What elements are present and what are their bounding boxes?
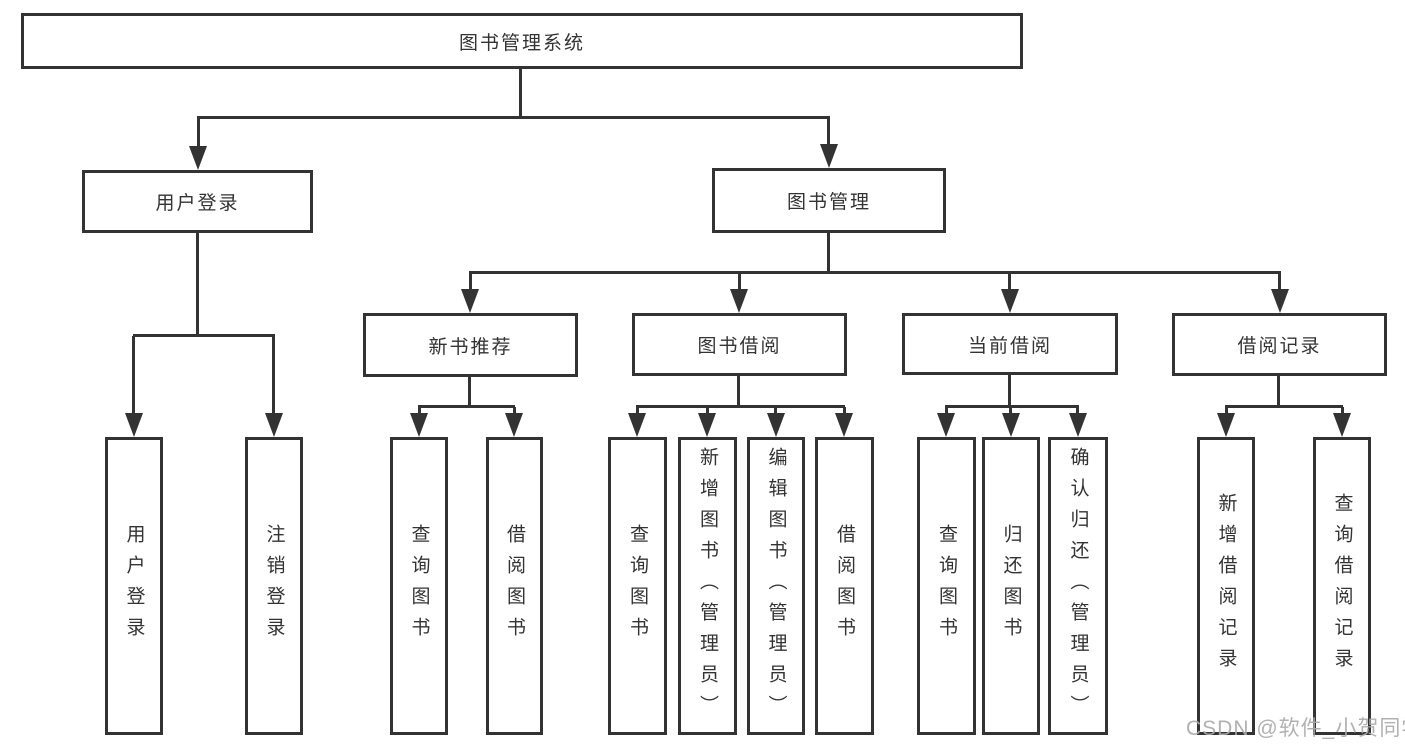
connector-line [706, 407, 709, 415]
leaf-logout: 注销登录 [245, 437, 303, 735]
arrowhead-icon [410, 413, 428, 437]
node-new-book-recommend: 新书推荐 [363, 313, 578, 377]
connector-line [827, 233, 830, 273]
connector-line [1225, 407, 1228, 415]
leaf-add-book-admin-label: 新增图书（管理员） [697, 446, 718, 726]
leaf-query-books-3: 查询图书 [917, 437, 976, 735]
connector-line [132, 336, 135, 415]
node-new-book-recommend-label: 新书推荐 [428, 336, 513, 358]
leaf-query-books-2-label: 查询图书 [627, 524, 648, 648]
connector-line [1341, 407, 1344, 415]
leaf-borrow-books: 借阅图书 [486, 437, 543, 735]
leaf-user-login: 用户登录 [105, 437, 163, 735]
connector-line [133, 334, 275, 337]
connector-line [196, 233, 199, 337]
connector-line [945, 407, 948, 415]
connector-line [197, 118, 200, 148]
arrowhead-icon [1217, 413, 1235, 437]
watermark-text: CSDN @软件_小贺同学 [1186, 717, 1405, 740]
connector-line [1008, 273, 1011, 291]
node-borrow-record: 借阅记录 [1172, 313, 1387, 376]
leaf-user-login-label: 用户登录 [123, 524, 145, 648]
leaf-query-books-2: 查询图书 [608, 437, 667, 735]
node-user-login: 用户登录 [82, 170, 313, 233]
arrowhead-icon [698, 413, 716, 437]
arrowhead-icon [767, 413, 785, 437]
leaf-add-borrow-record-label: 新增借阅记录 [1215, 493, 1237, 679]
arrowhead-icon [1333, 413, 1351, 437]
node-book-management: 图书管理 [712, 168, 946, 233]
connector-line [519, 69, 522, 118]
connector-line [636, 407, 639, 415]
arrowhead-icon [628, 413, 646, 437]
leaf-query-books-label: 查询图书 [408, 524, 430, 648]
connector-line [418, 405, 515, 408]
leaf-borrow-books-2: 借阅图书 [815, 437, 874, 735]
node-book-borrow-label: 图书借阅 [697, 336, 782, 357]
node-root: 图书管理系统 [21, 13, 1023, 69]
connector-line [1225, 405, 1343, 408]
arrowhead-icon [937, 413, 955, 437]
connector-line [1008, 375, 1011, 407]
node-current-borrow: 当前借阅 [902, 313, 1118, 375]
leaf-query-borrow-record-label: 查询借阅记录 [1331, 493, 1353, 679]
arrowhead-icon [820, 144, 838, 168]
arrowhead-icon [125, 413, 143, 437]
connector-line [1278, 273, 1281, 291]
connector-line [774, 407, 777, 415]
connector-line [843, 407, 846, 415]
connector-line [1009, 407, 1012, 415]
connector-line [468, 377, 471, 407]
arrowhead-icon [505, 413, 523, 437]
leaf-logout-label: 注销登录 [263, 524, 285, 648]
connector-line [738, 273, 741, 291]
connector-line [827, 118, 830, 146]
connector-line [469, 273, 472, 291]
connector-line [1277, 376, 1280, 407]
arrowhead-icon [461, 289, 479, 313]
leaf-add-borrow-record: 新增借阅记录 [1197, 437, 1255, 735]
leaf-edit-book-admin: 编辑图书（管理员） [747, 437, 805, 735]
leaf-query-books: 查询图书 [390, 437, 448, 735]
node-book-management-label: 图书管理 [786, 192, 871, 213]
connector-line [636, 405, 845, 408]
arrowhead-icon [265, 413, 283, 437]
leaf-borrow-books-label: 借阅图书 [504, 524, 525, 648]
leaf-confirm-return-admin: 确认归还（管理员） [1048, 437, 1108, 735]
connector-line [418, 407, 421, 415]
leaf-borrow-books-2-label: 借阅图书 [834, 524, 855, 648]
node-current-borrow-label: 当前借阅 [967, 335, 1052, 357]
connector-line [1076, 407, 1079, 415]
arrowhead-icon [1002, 413, 1020, 437]
connector-line [272, 336, 275, 415]
connector-line [737, 376, 740, 407]
leaf-edit-book-admin-label: 编辑图书（管理员） [765, 446, 787, 726]
leaf-return-books-label: 归还图书 [1000, 524, 1022, 648]
leaf-return-books: 归还图书 [982, 437, 1040, 735]
leaf-add-book-admin: 新增图书（管理员） [678, 437, 737, 735]
node-user-login-label: 用户登录 [155, 193, 240, 214]
leaf-query-books-3-label: 查询图书 [936, 524, 957, 648]
connector-line [945, 405, 1079, 408]
arrowhead-icon [1069, 413, 1087, 437]
arrowhead-icon [835, 413, 853, 437]
connector-line [469, 271, 1281, 274]
leaf-query-borrow-record: 查询借阅记录 [1313, 437, 1371, 735]
connector-line [197, 116, 830, 119]
arrowhead-icon [1271, 289, 1289, 313]
connector-line [513, 407, 516, 415]
leaf-confirm-return-admin-label: 确认归还（管理员） [1067, 446, 1089, 726]
arrowhead-icon [730, 289, 748, 313]
node-root-label: 图书管理系统 [458, 32, 585, 54]
node-borrow-record-label: 借阅记录 [1237, 336, 1322, 357]
node-book-borrow: 图书借阅 [632, 313, 847, 376]
arrowhead-icon [189, 146, 207, 170]
arrowhead-icon [1001, 289, 1019, 313]
